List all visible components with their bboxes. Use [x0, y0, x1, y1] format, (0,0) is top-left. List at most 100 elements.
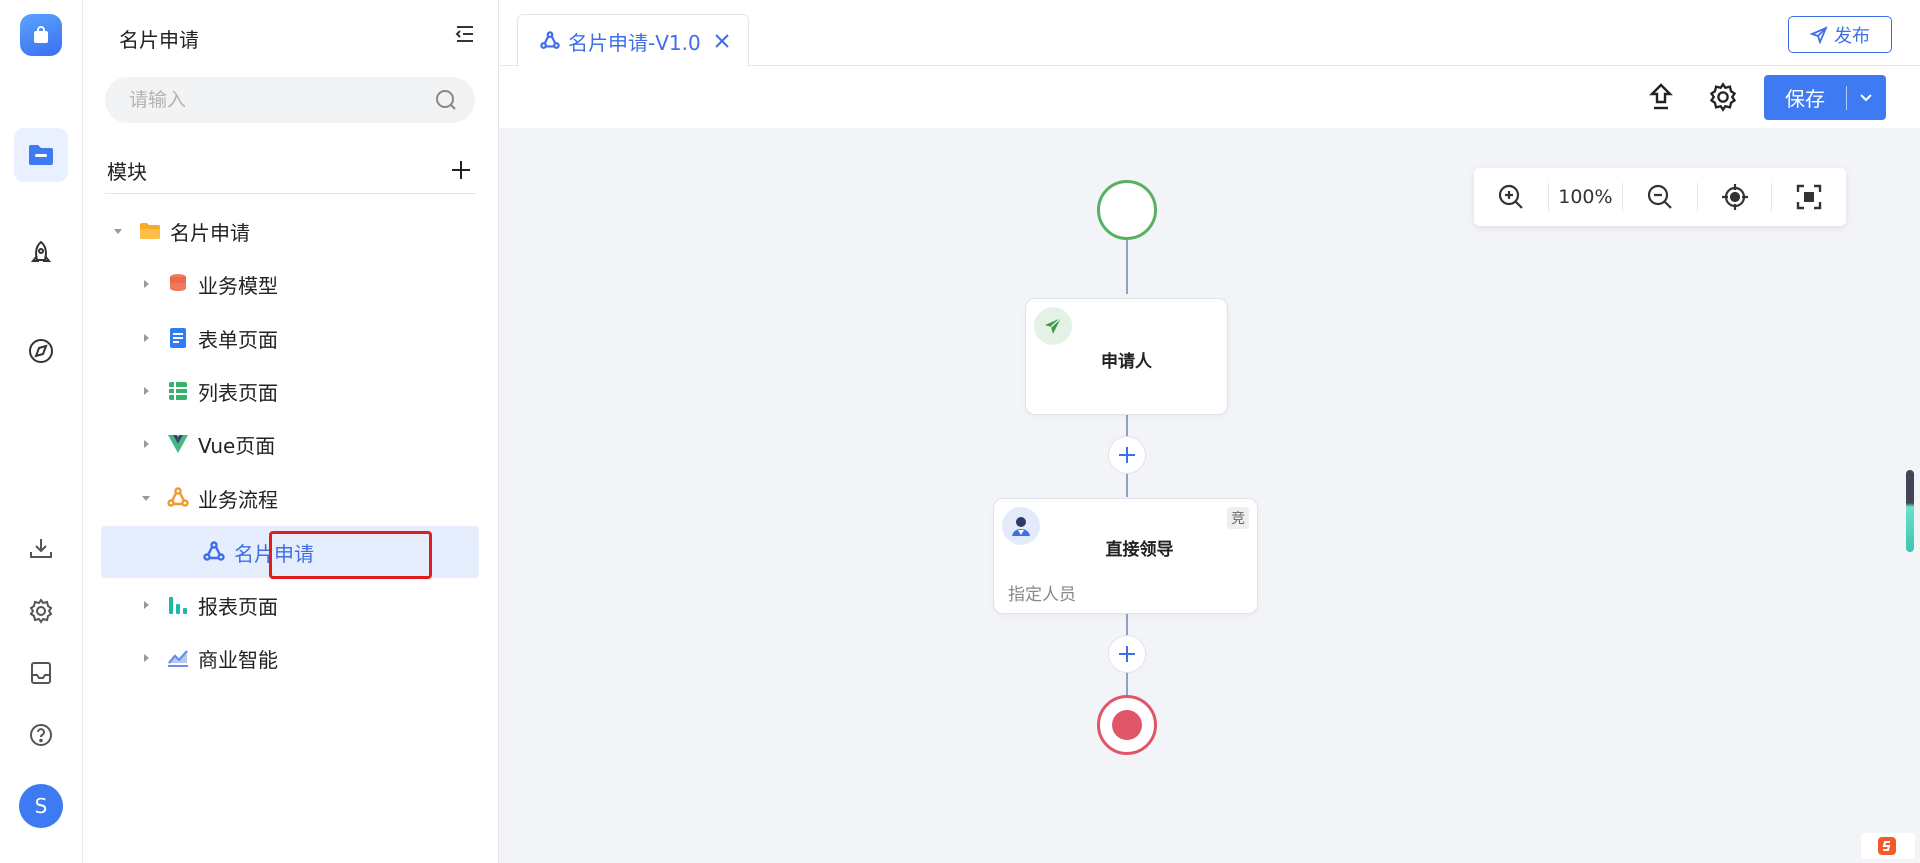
fit-screen-button[interactable] [1772, 168, 1846, 226]
tree-item-label: 名片申请 [170, 220, 250, 245]
node-subtitle: 指定人员 [1008, 585, 1076, 605]
save-dropdown[interactable] [1847, 93, 1885, 103]
tree-item-label: 列表页面 [198, 380, 278, 405]
help-icon [30, 724, 52, 746]
tab-card-application[interactable]: 名片申请-V1.0 [517, 14, 749, 67]
caret-right-icon[interactable] [141, 439, 151, 449]
divider [105, 193, 476, 194]
caret-right-icon[interactable] [141, 333, 151, 343]
caret-down-icon[interactable] [141, 493, 151, 503]
nav-modules[interactable] [14, 128, 68, 182]
nav-deploy[interactable] [14, 226, 68, 280]
close-icon[interactable] [713, 32, 731, 50]
locate-icon [1721, 184, 1748, 210]
zoom-out-button[interactable] [1623, 168, 1697, 226]
tree-item-list-page[interactable]: 列表页面 [101, 365, 479, 417]
table-icon [169, 382, 187, 400]
nav-download[interactable] [14, 522, 68, 576]
inbox-icon [31, 662, 51, 684]
rocket-icon [30, 240, 52, 262]
process-icon [167, 487, 189, 507]
nav-settings[interactable] [14, 584, 68, 638]
tree-item-vue-page[interactable]: Vue页面 [101, 418, 479, 470]
node-title: 直接领导 [1105, 540, 1174, 560]
end-node[interactable] [1097, 695, 1157, 755]
search-icon[interactable] [434, 88, 458, 112]
user-icon [1012, 517, 1030, 536]
settings-button[interactable] [1706, 80, 1740, 114]
bag-icon [34, 26, 48, 43]
zoom-in-button[interactable] [1474, 168, 1548, 226]
gear-icon [29, 598, 53, 624]
ime-indicator [1861, 833, 1915, 859]
publish-button[interactable]: 发布 [1788, 16, 1892, 53]
upload-button[interactable] [1644, 80, 1678, 114]
user-avatar[interactable]: S [19, 784, 63, 828]
tree-item-business-model[interactable]: 业务模型 [101, 258, 479, 310]
tree-item-label: Vue页面 [198, 433, 276, 458]
tree-item-label: 商业智能 [198, 647, 278, 672]
collapse-menu-icon[interactable] [453, 22, 477, 46]
zoom-level: 100% [1558, 186, 1613, 208]
add-module-icon[interactable] [449, 158, 473, 182]
form-icon [170, 328, 186, 348]
caret-right-icon[interactable] [141, 279, 151, 289]
icon-rail: S [0, 0, 83, 863]
tree-item-report-page[interactable]: 报表页面 [101, 579, 479, 631]
add-node-button[interactable] [1108, 635, 1146, 673]
send-icon [1810, 25, 1828, 44]
node-title: 申请人 [1101, 352, 1152, 372]
toolbar: 保存 [499, 66, 1920, 128]
zoom-out-icon [1647, 184, 1672, 209]
nav-navigate[interactable] [14, 324, 68, 378]
applicant-node[interactable]: 申请人 [1025, 298, 1228, 415]
fit-screen-icon [1797, 184, 1822, 210]
app-logo[interactable] [20, 14, 62, 56]
caret-right-icon[interactable] [141, 386, 151, 396]
tree-item-label: 业务模型 [198, 273, 278, 298]
add-node-button[interactable] [1108, 436, 1146, 474]
folder-icon [29, 145, 53, 165]
report-icon [169, 597, 187, 614]
tab-bar: 名片申请-V1.0 发布 [499, 0, 1920, 67]
scrollbar[interactable] [1906, 470, 1914, 552]
start-node[interactable] [1097, 180, 1157, 240]
tab-label: 名片申请-V1.0 [568, 30, 701, 55]
nav-inbox[interactable] [14, 646, 68, 700]
tree-item-card-application[interactable]: 名片申请 [101, 526, 479, 578]
gear-icon [1709, 82, 1737, 112]
tree-item-label: 表单页面 [198, 327, 278, 352]
module-panel: 名片申请 模块 名片申请 业务模型 表单页面 列表页面 Vue页面 业务流程 名… [83, 0, 499, 863]
section-title: 模块 [107, 160, 147, 184]
caret-right-icon[interactable] [141, 600, 151, 610]
chevron-down-icon [1860, 93, 1872, 101]
zoom-controls: 100% [1474, 168, 1846, 226]
download-icon [30, 539, 52, 558]
user-icon-wrap [1002, 507, 1040, 545]
direct-leader-node[interactable]: 竞 直接领导 指定人员 [993, 498, 1258, 614]
vue-icon [168, 435, 188, 453]
caret-down-icon[interactable] [113, 226, 123, 236]
plus-icon [1119, 646, 1135, 662]
tree-item-label: 报表页面 [198, 594, 278, 619]
search-input[interactable] [105, 77, 475, 123]
panel-title: 名片申请 [119, 28, 199, 52]
compass-icon [29, 339, 53, 363]
tree-item-business-intelligence[interactable]: 商业智能 [101, 632, 479, 684]
process-icon [203, 541, 225, 561]
flow-canvas[interactable]: 100% 申请人 竞 直接领导 指定人员 [499, 128, 1920, 863]
tree-item-root[interactable]: 名片申请 [101, 205, 479, 257]
caret-right-icon[interactable] [141, 653, 151, 663]
tree-item-form-page[interactable]: 表单页面 [101, 312, 479, 364]
nav-help[interactable] [14, 708, 68, 762]
process-icon [540, 31, 560, 49]
save-button[interactable]: 保存 [1764, 75, 1886, 120]
node-tag: 竞 [1227, 507, 1249, 529]
upload-arrow-icon [1649, 83, 1673, 110]
send-icon [1045, 317, 1062, 334]
plus-icon [1119, 447, 1135, 463]
chart-icon [168, 650, 188, 667]
database-icon [170, 274, 186, 291]
tree-item-business-process[interactable]: 业务流程 [101, 472, 479, 524]
center-button[interactable] [1698, 168, 1772, 226]
